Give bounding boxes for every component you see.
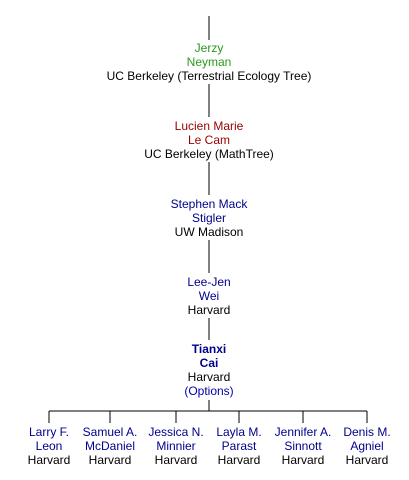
- person-node-stigler: Stephen Mack Stigler UW Madison: [171, 197, 248, 239]
- first-name: Denis M.: [343, 425, 391, 439]
- last-name: Cai: [199, 356, 219, 370]
- last-name: Leon: [35, 439, 63, 453]
- person-node-mcdaniel: Samuel A. McDaniel Harvard: [83, 425, 138, 467]
- last-name: Parast: [221, 439, 257, 453]
- institution-label: Harvard: [154, 453, 198, 467]
- first-name: Tianxi: [191, 342, 227, 356]
- person-node-leon: Larry F. Leon Harvard: [28, 425, 71, 467]
- last-name: Sinnott: [284, 439, 322, 453]
- person-link-leon[interactable]: Larry F. Leon: [28, 425, 71, 453]
- person-node-le-cam: Lucien Marie Le Cam UC Berkeley (MathTre…: [144, 119, 274, 161]
- person-node-minnier: Jessica N. Minnier Harvard: [148, 425, 203, 467]
- last-name: Neyman: [186, 55, 232, 69]
- first-name: Samuel A.: [82, 425, 138, 439]
- institution-label: Harvard: [345, 453, 389, 467]
- first-name: Jessica N.: [148, 425, 204, 439]
- institution-label: UW Madison: [174, 225, 244, 239]
- institution-label: Harvard: [187, 303, 231, 317]
- first-name: Layla M.: [216, 425, 262, 439]
- person-link-parast[interactable]: Layla M. Parast: [216, 425, 261, 453]
- last-name: McDaniel: [84, 439, 136, 453]
- last-name: Minnier: [156, 439, 196, 453]
- institution-label: Harvard: [88, 453, 132, 467]
- options-link[interactable]: (Options): [184, 384, 234, 398]
- person-node-neyman: Jerzy Neyman UC Berkeley (Terrestrial Ec…: [107, 41, 312, 83]
- person-node-wei: Lee-Jen Wei Harvard: [187, 275, 230, 317]
- last-name: Stigler: [191, 211, 226, 225]
- first-name: Larry F.: [28, 425, 69, 439]
- last-name: Le Cam: [187, 133, 231, 147]
- institution-label: UC Berkeley (MathTree): [144, 147, 274, 161]
- first-name: Stephen Mack: [170, 197, 248, 211]
- institution-label: Harvard: [281, 453, 325, 467]
- person-node-sinnott: Jennifer A. Sinnott Harvard: [275, 425, 332, 467]
- first-name: Lee-Jen: [187, 275, 231, 289]
- person-link-agniel[interactable]: Denis M. Agniel: [343, 425, 390, 453]
- first-name: Lucien Marie: [174, 119, 244, 133]
- person-link-mcdaniel[interactable]: Samuel A. McDaniel: [83, 425, 138, 453]
- first-name: Jerzy: [194, 41, 224, 55]
- person-node-parast: Layla M. Parast Harvard: [216, 425, 261, 467]
- institution-label: Harvard: [187, 370, 231, 384]
- institution-label: UC Berkeley (Terrestrial Ecology Tree): [106, 69, 312, 83]
- person-link-wei[interactable]: Lee-Jen Wei: [187, 275, 230, 303]
- person-link-focus[interactable]: Tianxi Cai: [184, 342, 233, 370]
- institution-label: Harvard: [27, 453, 71, 467]
- person-link-minnier[interactable]: Jessica N. Minnier: [148, 425, 203, 453]
- last-name: Wei: [198, 289, 220, 303]
- first-name: Jennifer A.: [274, 425, 332, 439]
- person-link-le-cam[interactable]: Lucien Marie Le Cam: [144, 119, 274, 147]
- person-node-agniel: Denis M. Agniel Harvard: [343, 425, 390, 467]
- person-link-sinnott[interactable]: Jennifer A. Sinnott: [275, 425, 332, 453]
- last-name: Agniel: [350, 439, 384, 453]
- person-link-neyman[interactable]: Jerzy Neyman: [107, 41, 312, 69]
- person-link-stigler[interactable]: Stephen Mack Stigler: [171, 197, 248, 225]
- institution-label: Harvard: [217, 453, 261, 467]
- person-node-focus-cai: Tianxi Cai Harvard (Options): [184, 342, 233, 398]
